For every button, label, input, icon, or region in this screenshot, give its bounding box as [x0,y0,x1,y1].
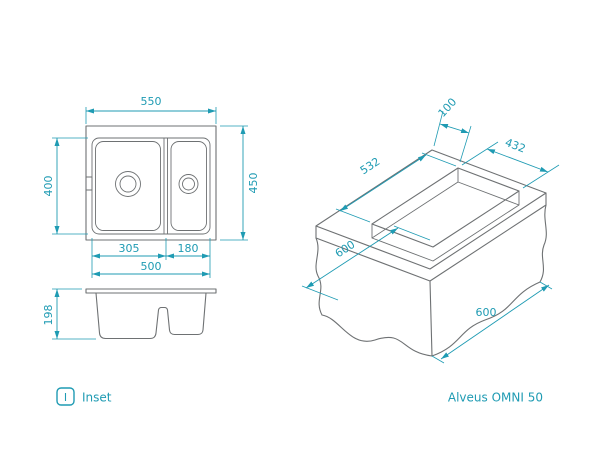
dim-305-label: 305 [119,242,140,255]
bowl-profile [95,292,207,340]
cabinet-front-right-face [431,204,547,357]
dim-532-label: 532 [358,155,383,177]
sink-outer-rect [85,125,217,241]
bowl-divider [163,137,168,235]
dim-532-line [339,154,427,212]
drain-right-outer [178,174,199,194]
bowl-right [170,141,207,231]
flange-profile [85,288,217,294]
dim-180-label: 180 [178,242,199,255]
edge-clip-tab [85,176,93,191]
dim-198-ext [52,288,96,340]
dim-600-bottom-ext [431,281,553,364]
drain-left-outer [115,171,141,197]
bowl-left [95,141,161,231]
dim-400: 400 [42,137,88,235]
dim-432-ext [461,141,560,189]
dim-600-bottom: 600 [431,281,553,364]
side-view: 198 [42,288,217,340]
dim-bottom: 305 180 500 [91,238,211,278]
dim-100-label: 100 [436,96,460,120]
dim-450-label: 450 [247,173,260,194]
dim-450-ext [220,125,248,241]
sink-flange-inner [91,137,211,235]
dim-100-line [439,123,470,134]
dim-450: 450 [220,125,260,241]
dim-550-label: 550 [141,95,162,108]
cutout-bowl-walls [371,167,520,262]
drain-left-inner [119,175,137,193]
dim-550-ext [85,107,217,124]
dim-198-label: 198 [42,305,55,326]
dim-100-ext [433,110,472,163]
dim-550: 550 [85,95,217,124]
dim-400-label: 400 [42,176,55,197]
dim-100: 100 [433,96,472,163]
dim-600-bottom-label: 600 [476,306,497,319]
top-view: 550 450 400 305 180 500 [42,95,260,278]
inset-icon-letter: I [64,391,67,404]
dim-532-ext [335,152,457,223]
footer: I Inset Alveus OMNI 50 [56,387,543,406]
inset-icon [56,387,75,406]
dim-500-label: 500 [141,260,162,273]
dim-432-label: 432 [503,136,527,156]
dim-600-left-line [305,227,399,289]
iso-view: 532 100 432 600 600 [301,96,560,364]
dim-532: 532 [335,152,457,223]
cutout-opening [371,167,520,248]
dim-432-line [486,148,549,173]
drain-right-inner [182,177,195,191]
dim-198: 198 [42,288,96,340]
inset-label: Inset [82,391,112,405]
dim-600-bottom-line [440,284,550,360]
cabinet-front-left-face [315,237,433,357]
product-label: Alveus OMNI 50 [448,391,543,405]
dim-600-left-ext [301,225,431,301]
